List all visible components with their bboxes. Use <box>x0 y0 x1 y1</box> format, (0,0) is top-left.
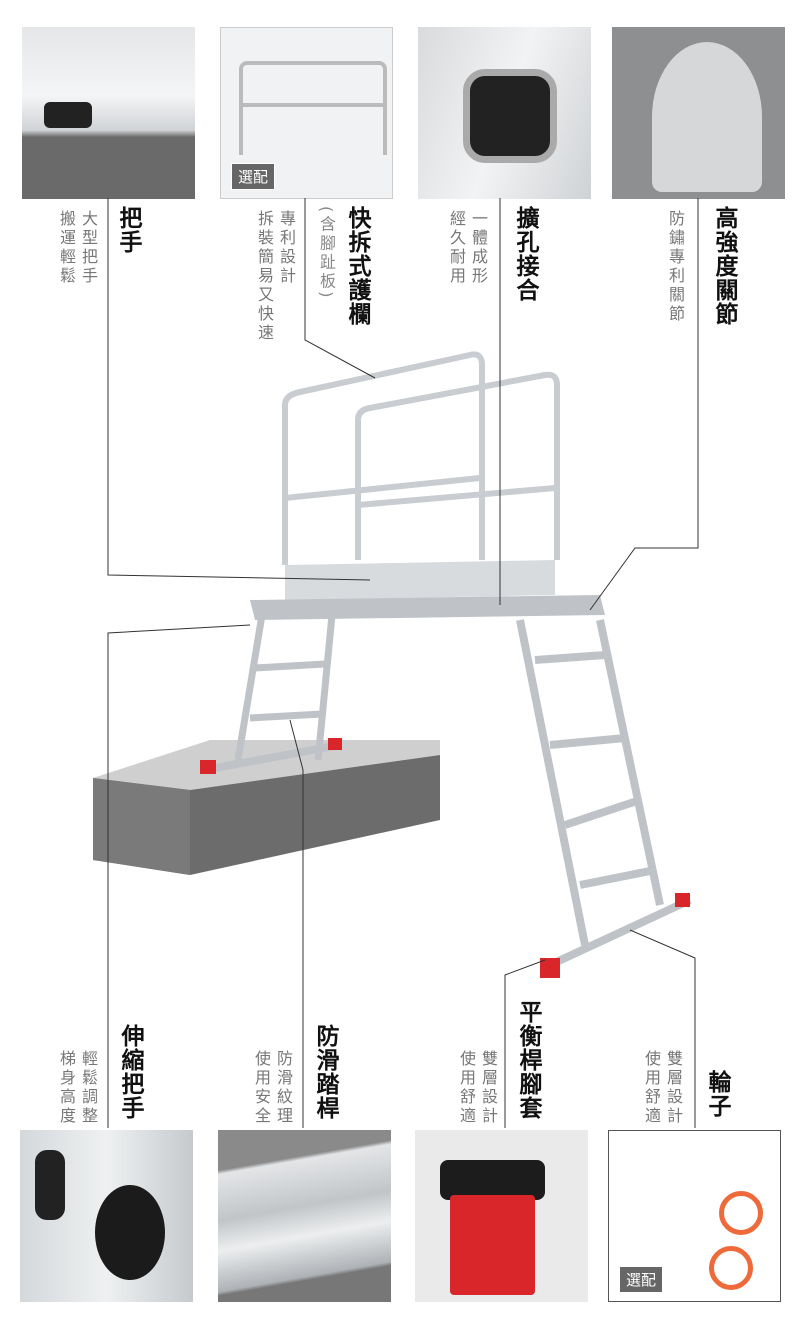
feature-title-guardrail: 快拆式護欄 <box>344 206 370 326</box>
feature-title-wheels: 輪子 <box>704 1070 730 1118</box>
feature-desc: 防滑紋理 <box>274 1050 293 1126</box>
hinge-shape <box>652 42 762 192</box>
toe-board <box>285 560 555 600</box>
wheel <box>709 1246 753 1290</box>
feature-desc: 一體成形 <box>469 210 488 286</box>
feature-desc: 拆裝簡易又快速 <box>255 210 274 343</box>
joint-hole-photo <box>418 27 591 199</box>
feature-desc: 經久耐用 <box>447 210 466 286</box>
feature-desc: 梯身高度 <box>57 1050 76 1126</box>
feature-desc: 使用舒適 <box>457 1050 476 1126</box>
guardrail-bar <box>239 103 383 107</box>
feature-subtitle: (含腳趾板) <box>317 206 336 301</box>
telescopic-handle-photo <box>20 1130 193 1302</box>
hole-shape <box>463 69 557 163</box>
handle-photo <box>22 27 195 199</box>
guardrail-shape <box>239 61 387 155</box>
cap-top <box>440 1160 545 1200</box>
rung-photo <box>218 1130 391 1302</box>
guardrail-photo: 選配 <box>220 27 393 199</box>
feature-desc: 防鏽專利關節 <box>666 210 685 324</box>
platform-frame <box>250 595 605 620</box>
wheel <box>719 1191 763 1235</box>
feature-desc: 搬運輕鬆 <box>57 210 76 286</box>
knob-shape <box>95 1185 165 1280</box>
feature-desc: 使用舒適 <box>642 1050 661 1126</box>
knob-shape <box>35 1150 65 1220</box>
feature-title-foot-cap: 平衡桿腳套 <box>515 1000 541 1120</box>
feature-title-antislip-rung: 防滑踏桿 <box>312 1024 338 1120</box>
cap-body <box>450 1195 535 1295</box>
platform-block <box>93 740 440 875</box>
feature-title-hinge: 高強度關節 <box>711 206 737 326</box>
hinge-photo <box>612 27 785 199</box>
guardrail <box>282 351 560 565</box>
feature-desc: 專利設計 <box>277 210 296 286</box>
optional-badge: 選配 <box>619 1266 664 1293</box>
feature-title-handle: 把手 <box>115 206 141 254</box>
optional-badge: 選配 <box>231 163 276 190</box>
feature-title-telescopic-handle: 伸縮把手 <box>117 1024 143 1120</box>
wheel-photo: 選配 <box>608 1130 781 1302</box>
foot-cap-photo <box>415 1130 588 1302</box>
feature-desc: 雙層設計 <box>664 1050 683 1126</box>
feature-desc: 輕鬆調整 <box>79 1050 98 1126</box>
feature-title-expanded-joint: 擴孔接合 <box>512 206 538 302</box>
left-ladder <box>234 614 336 761</box>
feature-desc: 大型把手 <box>79 210 98 286</box>
foot-caps <box>200 738 690 978</box>
right-ladder <box>214 619 692 969</box>
leader-lines <box>107 198 699 1128</box>
handle-shape <box>44 102 92 128</box>
feature-desc: 雙層設計 <box>479 1050 498 1126</box>
feature-desc: 使用安全 <box>252 1050 271 1126</box>
